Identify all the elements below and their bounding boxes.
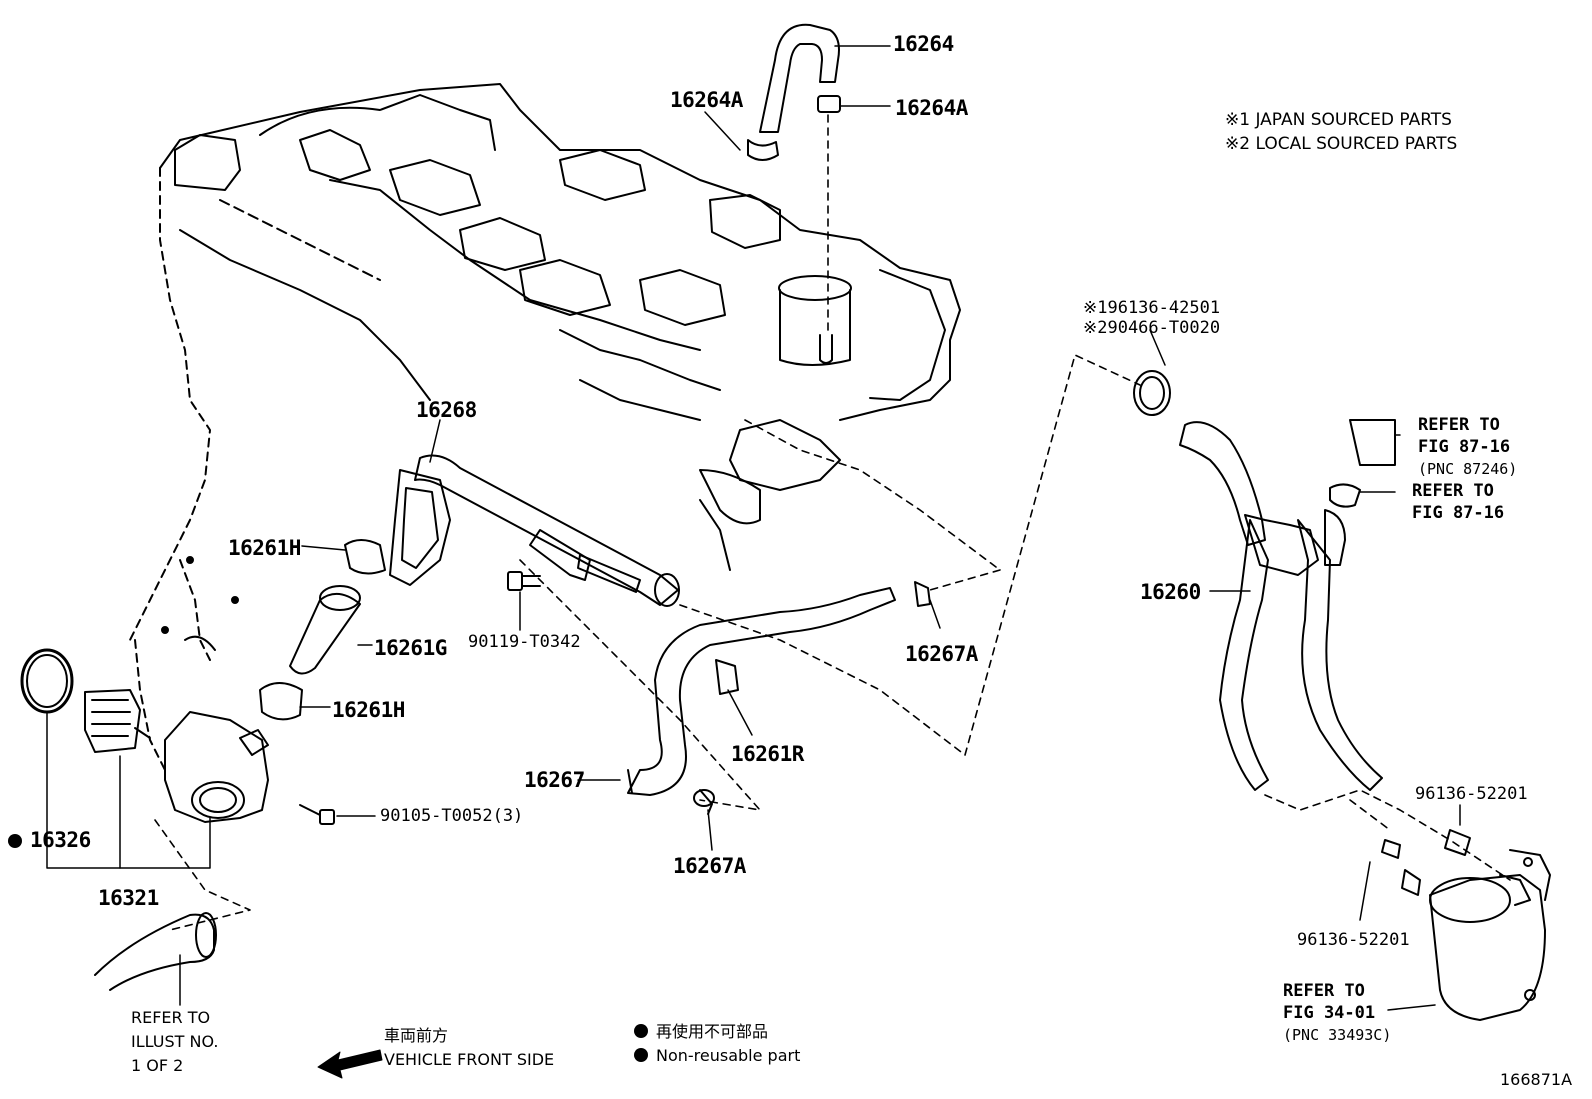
part-16267a-mid[interactable]: 16267A — [905, 642, 978, 666]
vehicle-front-en: VEHICLE FRONT SIDE — [384, 1050, 555, 1069]
engine-block — [129, 83, 961, 771]
refer-figure: FIG 87-16 — [1418, 437, 1511, 457]
pipe-16268 — [389, 454, 680, 607]
part-16264a-left[interactable]: 16264A — [670, 88, 743, 112]
part-96136-52201-left[interactable]: 96136-52201 — [1297, 930, 1410, 950]
part-16264[interactable]: 16264 — [893, 32, 954, 56]
hose-16267 — [627, 581, 931, 815]
japan-sourced-note: ※1 JAPAN SOURCED PARTS — [1225, 110, 1452, 130]
non-reusable-dot-icon — [634, 1048, 648, 1062]
part-16321[interactable]: 16321 — [98, 886, 159, 910]
thermostat-parts — [20, 648, 335, 825]
hose-16264 — [747, 23, 841, 161]
part-16264a-right[interactable]: 16264A — [895, 96, 968, 120]
part-90105-t0052[interactable]: 90105-T0052(3) — [380, 806, 524, 826]
part-90466-t0020[interactable]: ※290466-T0020 — [1083, 318, 1221, 338]
part-16268[interactable]: 16268 — [416, 398, 477, 422]
hose-16261g — [259, 539, 386, 721]
hoses-16260 — [1133, 370, 1396, 791]
local-sourced-note: ※2 LOCAL SOURCED PARTS — [1225, 134, 1458, 154]
refer-label: REFER TO — [131, 1008, 211, 1027]
part-96136-42501[interactable]: ※196136-42501 — [1083, 298, 1221, 318]
non-reusable-dot-icon — [8, 834, 22, 848]
part-90119-t0342[interactable]: 90119-T0342 — [468, 632, 581, 652]
oil-cooler — [1381, 829, 1551, 1021]
part-16326-text: 16326 — [30, 828, 91, 852]
refer-pnc: (PNC 33493C) — [1283, 1026, 1392, 1044]
refer-illust: ILLUST NO. — [131, 1032, 219, 1051]
refer-label: REFER TO — [1412, 481, 1494, 501]
vehicle-front-jp: 車両前方 — [384, 1026, 449, 1045]
leader-lines — [46, 45, 1461, 1011]
part-16267a-bottom[interactable]: 16267A — [673, 854, 746, 878]
bolt-90119 — [507, 571, 541, 591]
part-16261h-top[interactable]: 16261H — [228, 536, 301, 560]
refer-label: REFER TO — [1283, 981, 1365, 1001]
non-reusable-jp-row: 再使用不可部品 — [634, 1020, 800, 1044]
refer-fig-87-16-pnc[interactable]: REFER TO FIG 87-16 (PNC 87246) — [1418, 414, 1517, 480]
non-reusable-jp: 再使用不可部品 — [656, 1022, 769, 1041]
refer-label: REFER TO — [1418, 415, 1500, 435]
part-16260[interactable]: 16260 — [1140, 580, 1201, 604]
refer-fig-87-16[interactable]: REFER TO FIG 87-16 — [1412, 480, 1504, 524]
refer-figure: FIG 87-16 — [1412, 503, 1505, 523]
part-16261h-bottom[interactable]: 16261H — [332, 698, 405, 722]
refer-illust-1-of-2[interactable]: REFER TO ILLUST NO. 1 OF 2 — [131, 1006, 218, 1078]
hose-bottom-left — [94, 912, 217, 991]
non-reusable-dot-icon — [634, 1024, 648, 1038]
part-16326[interactable]: 16326 — [8, 830, 91, 851]
part-16261r[interactable]: 16261R — [731, 742, 804, 766]
vehicle-front-legend: 車両前方 VEHICLE FRONT SIDE — [384, 1024, 554, 1072]
part-96136-52201-right[interactable]: 96136-52201 — [1415, 784, 1528, 804]
non-reusable-legend: 再使用不可部品 Non-reusable part — [634, 1020, 800, 1068]
alignment-lines — [154, 114, 1511, 931]
part-16267[interactable]: 16267 — [524, 768, 585, 792]
vehicle-front-arrow — [317, 1049, 383, 1079]
part-16261g[interactable]: 16261G — [374, 636, 447, 660]
refer-figure: FIG 34-01 — [1283, 1003, 1376, 1023]
non-reusable-en: Non-reusable part — [656, 1046, 801, 1065]
refer-pnc: (PNC 87246) — [1418, 460, 1518, 478]
non-reusable-en-row: Non-reusable part — [634, 1044, 800, 1068]
figure-id: 166871A — [1500, 1070, 1573, 1089]
refer-fig-34-01[interactable]: REFER TO FIG 34-01 (PNC 33493C) — [1283, 980, 1391, 1046]
refer-sheet: 1 OF 2 — [131, 1056, 184, 1075]
